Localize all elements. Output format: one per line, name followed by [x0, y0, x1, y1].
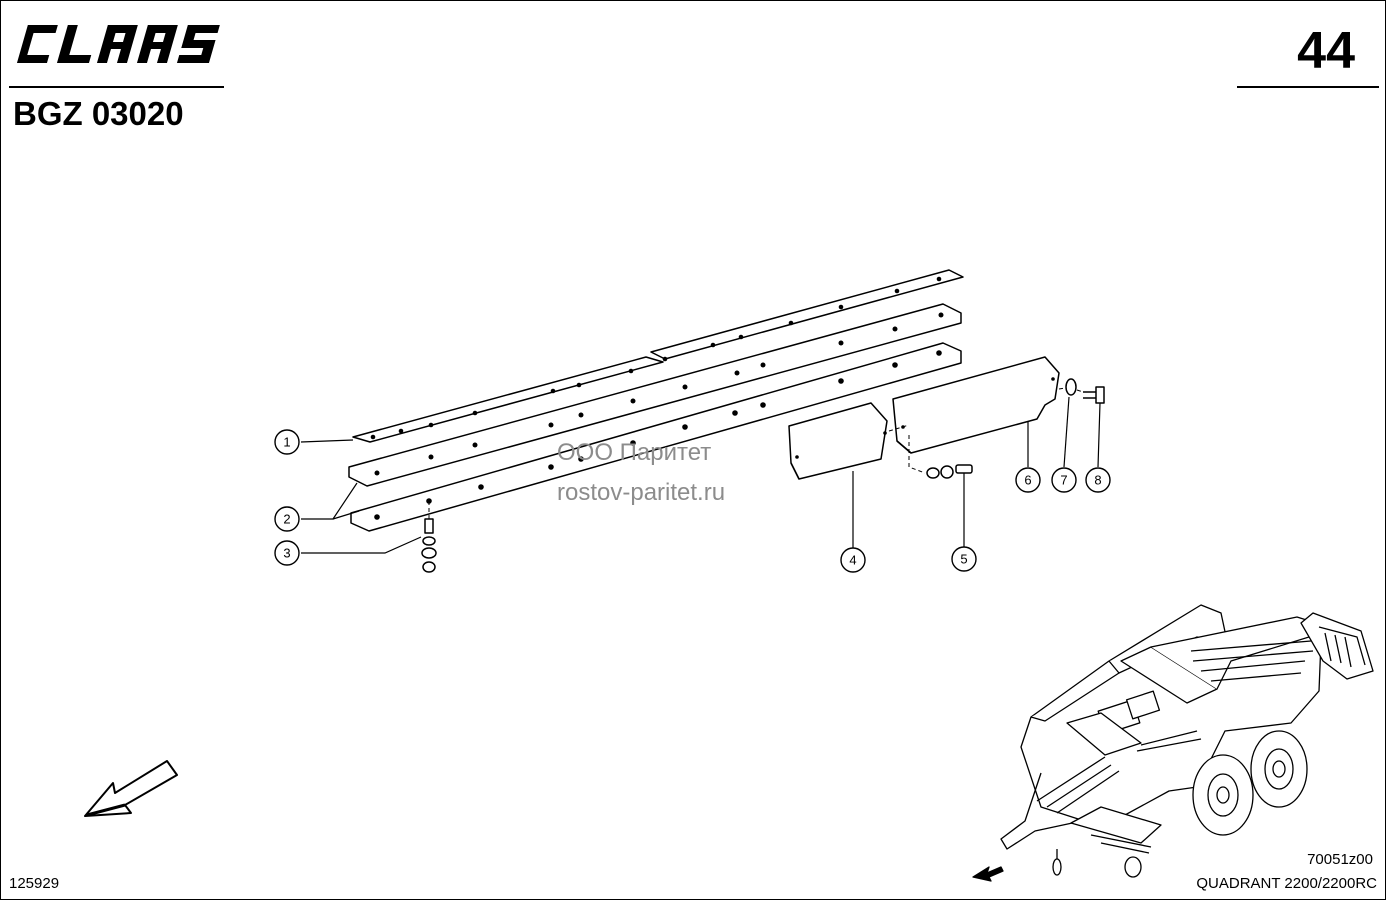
baler-overview-illustration — [972, 604, 1374, 882]
header-rule-right — [1237, 86, 1379, 88]
part-channel-4 — [788, 402, 888, 480]
part-strip-1a — [352, 356, 664, 443]
callout-2: 2 — [274, 506, 300, 532]
part-washer-7 — [1065, 378, 1077, 396]
part-washer-5 — [940, 465, 954, 479]
document-code: BGZ 03020 — [13, 95, 184, 132]
svg-text:4: 4 — [849, 553, 856, 568]
callout-4: 4 — [840, 547, 866, 573]
part-strip-2a — [348, 303, 962, 487]
page-number: 44 — [1297, 22, 1355, 80]
direction-arrow-icon — [84, 760, 178, 817]
callout-8: 8 — [1085, 467, 1111, 493]
svg-text:8: 8 — [1094, 473, 1101, 488]
drawing-number: 70051z00 — [1307, 851, 1373, 868]
watermark-company-name: ООО Паритет — [557, 439, 712, 466]
callout-5: 5 — [951, 546, 977, 572]
part-screw-3 — [424, 518, 434, 534]
svg-text:6: 6 — [1024, 473, 1031, 488]
header-rule-left — [9, 86, 224, 88]
callout-7: 7 — [1051, 467, 1077, 493]
part-strip-2b — [350, 342, 962, 532]
part-strip-1b — [650, 269, 964, 360]
svg-text:7: 7 — [1060, 473, 1067, 488]
callout-6: 6 — [1015, 467, 1041, 493]
watermark-website: rostov-paritet.ru — [557, 479, 726, 506]
model-label: QUADRANT 2200/2200RC — [1196, 875, 1377, 892]
svg-text:2: 2 — [283, 512, 290, 527]
svg-text:3: 3 — [283, 546, 290, 561]
part-nut-5a — [926, 467, 940, 479]
claas-logo — [16, 25, 220, 63]
callout-1: 1 — [274, 429, 300, 455]
svg-text:5: 5 — [960, 552, 967, 567]
part-bolt-5 — [955, 464, 973, 474]
svg-text:1: 1 — [283, 435, 290, 450]
reference-number: 125929 — [9, 875, 60, 892]
callout-3: 3 — [274, 540, 300, 566]
